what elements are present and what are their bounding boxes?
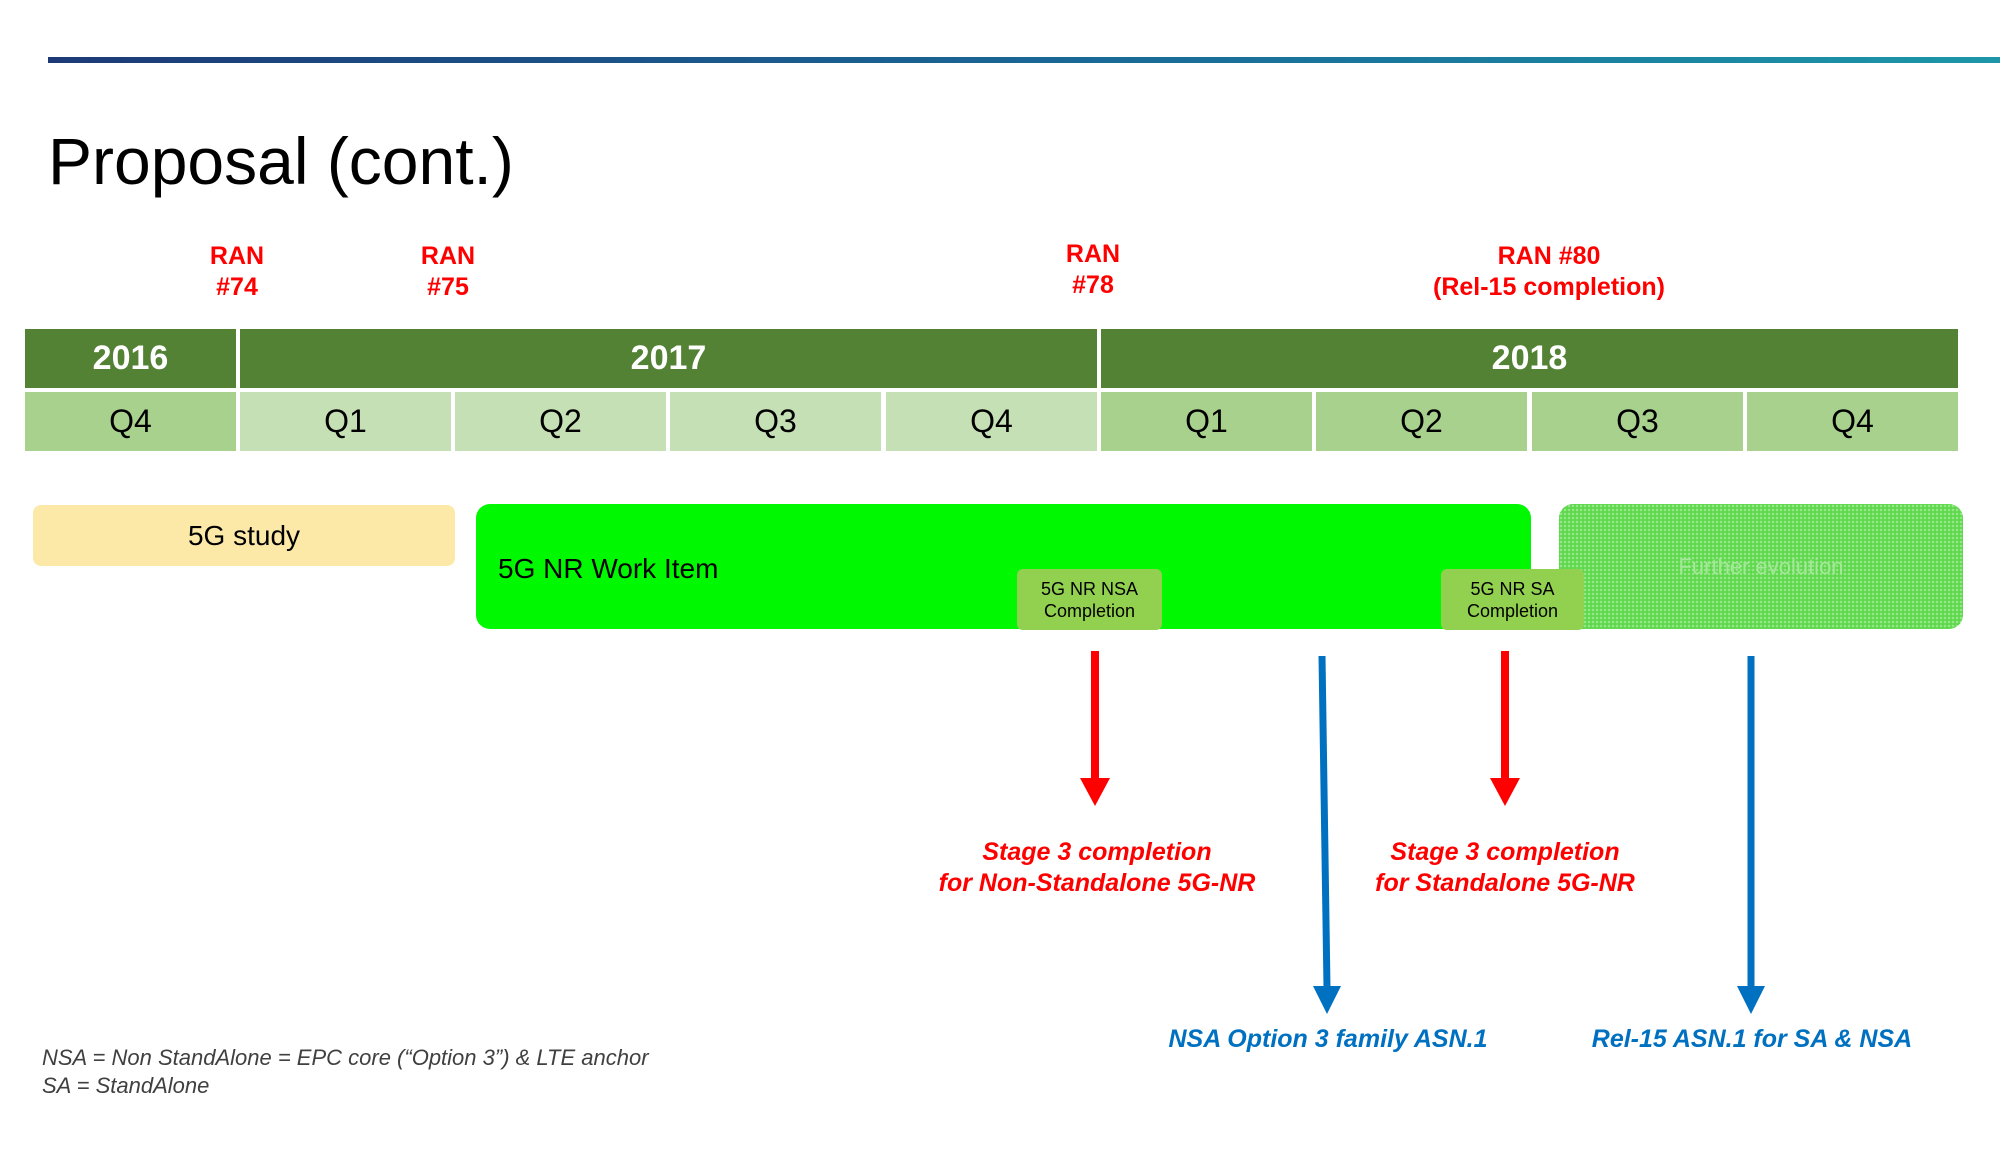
quarter-cell: Q3 [1532,392,1743,451]
work-item-bar [476,504,1531,629]
meeting-number: #75 [427,273,469,301]
meeting-line: RAN [1065,240,1121,268]
page-title: Proposal (cont.) [48,124,514,198]
milestone-line: Completion [1466,600,1559,621]
nsa-stage3-arrow [1080,651,1110,806]
further-evolution-label: Further evolution [1678,553,1844,579]
meeting-line: RAN #80 [1497,242,1601,270]
rel15-asn1-arrow [1737,656,1765,1014]
quarter-cell: Q1 [1101,392,1312,451]
nsa-asn1-arrow [1313,655,1341,1014]
title-divider [48,57,2000,63]
quarter-cell: Q4 [886,392,1097,451]
quarter-cell: Q1 [240,392,451,451]
sa-stage3-arrow [1490,651,1520,806]
rel15-asn1-label: Rel-15 ASN.1 for SA & NSA [1591,1025,1913,1053]
nsa-completion-milestone: 5G NR NSA Completion [1017,569,1162,630]
quarter-cell: Q4 [1747,392,1958,451]
quarter-cell: Q3 [670,392,881,451]
quarter-cell: Q2 [455,392,666,451]
milestone-line: Completion [1043,600,1136,621]
meeting-label-ran75: RAN #75 [421,241,475,303]
work-item-label: 5G NR Work Item [498,553,719,584]
study-phase-bar: 5G study [33,505,455,566]
meeting-line: RAN [420,242,476,270]
sa-stage3-label: Stage 3 completion for Standalone 5G-NR [1375,837,1635,899]
nsa-asn1-label: NSA Option 3 family ASN.1 [1168,1025,1488,1053]
stage3-line: for Standalone 5G-NR [1375,869,1635,897]
meeting-label-ran80: RAN #80 (Rel-15 completion) [1433,241,1665,303]
meeting-label-ran74: RAN #74 [210,241,264,303]
footnote-nsa: NSA = Non StandAlone = EPC core (“Option… [42,1045,649,1070]
meeting-number: (Rel-15 completion) [1433,273,1665,301]
meeting-label-ran78: RAN #78 [1066,239,1120,301]
year-2017: 2017 [240,329,1097,388]
meeting-line: RAN [209,242,265,270]
stage3-line: Stage 3 completion [1390,838,1620,866]
footnote-sa: SA = StandAlone [42,1073,210,1098]
year-2018: 2018 [1101,329,1958,388]
year-2016: 2016 [25,329,236,388]
stage3-line: for Non-Standalone 5G-NR [938,869,1256,897]
meeting-number: #78 [1072,271,1114,299]
quarter-cell: Q4 [25,392,236,451]
milestone-line: 5G NR NSA [1040,578,1139,599]
meeting-number: #74 [216,273,258,301]
study-phase-label: 5G study [187,519,301,551]
quarter-cell: Q2 [1316,392,1527,451]
milestone-line: 5G NR SA [1470,578,1555,599]
sa-completion-milestone: 5G NR SA Completion [1441,569,1584,630]
nsa-stage3-label: Stage 3 completion for Non-Standalone 5G… [939,837,1256,899]
stage3-line: Stage 3 completion [982,838,1212,866]
further-evolution-bar: Further evolution [1559,504,1963,629]
